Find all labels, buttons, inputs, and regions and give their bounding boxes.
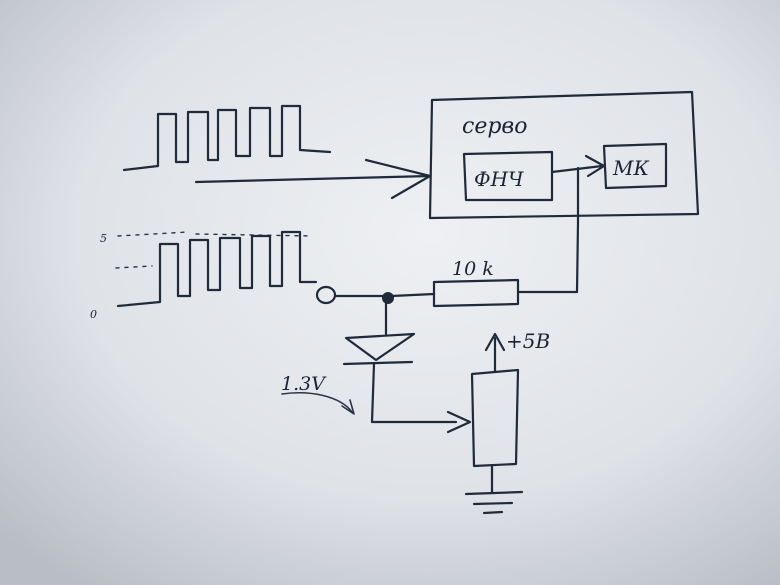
diode-body: [344, 332, 416, 362]
filter-box: [462, 150, 554, 202]
ground-bar-3: [482, 510, 504, 515]
potentiometer-body: [470, 368, 520, 468]
feedback-wire: [516, 166, 580, 294]
mcu-box: [602, 142, 668, 190]
servo-label: серво: [462, 114, 527, 139]
supply-label: +5В: [506, 329, 550, 353]
voltage-pointer-arrow: [281, 392, 353, 413]
ground-bar-1: [464, 490, 524, 496]
level-low-label: 0: [90, 308, 97, 321]
servo-box: [428, 90, 700, 220]
supply-arrow-icon: [484, 332, 506, 352]
resistor-10k: [432, 278, 520, 308]
ground-bar-2: [472, 501, 514, 506]
wiper-arrow-icon: [446, 410, 472, 434]
servo-input-wire: [194, 174, 432, 184]
node-to-resistor-wire: [390, 292, 436, 298]
input-pwm-waveform: [122, 104, 332, 172]
diode-bar: [342, 360, 414, 366]
filter-to-mcu-arrow-icon: [584, 154, 606, 178]
diode-to-pot-wire: [370, 362, 458, 424]
diode-voltage-label: 1.3V: [281, 373, 327, 395]
level-5-dash: [117, 231, 189, 237]
filter-label: ФНЧ: [474, 167, 524, 191]
level-mid-dash: [115, 265, 153, 269]
input-terminal: [315, 285, 337, 305]
junction-node: [382, 292, 394, 304]
level-shifted-pwm-waveform: [116, 230, 318, 308]
voltage-pointer-arrow-icon: [341, 399, 355, 415]
mcu-label: МК: [612, 156, 649, 180]
level-high-label: 5: [100, 232, 107, 245]
resistor-label: 10 k: [452, 258, 494, 280]
level-top-dash: [195, 233, 313, 237]
